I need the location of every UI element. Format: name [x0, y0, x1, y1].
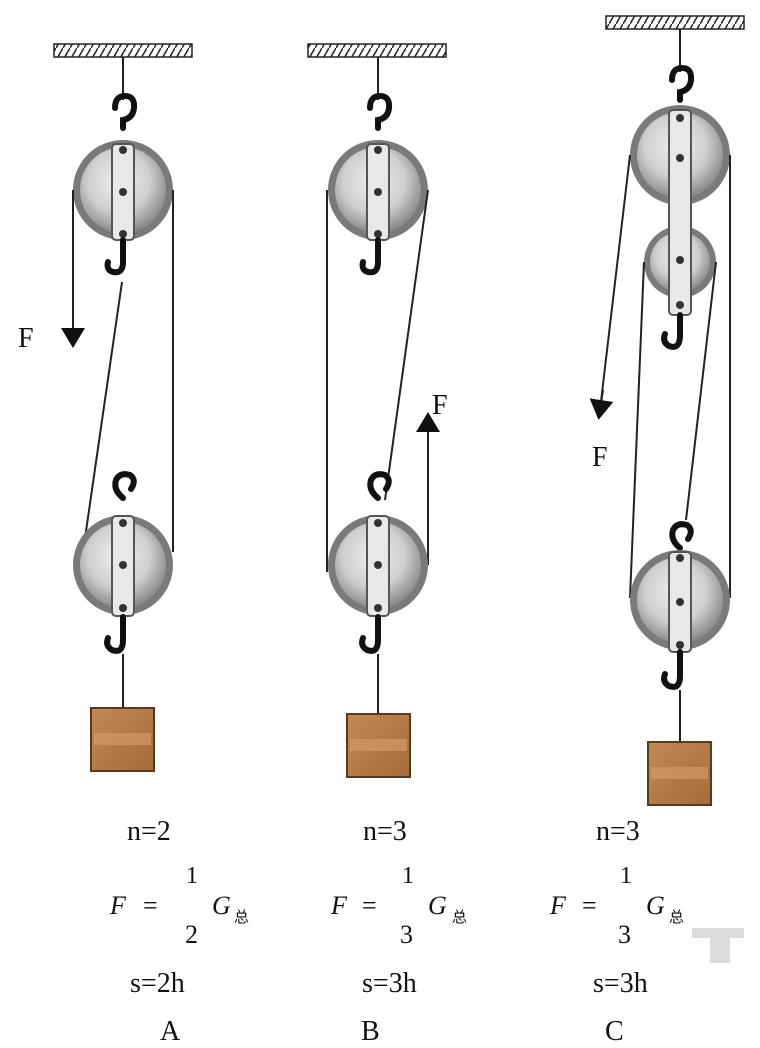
- formula-eq-a: =: [143, 891, 158, 920]
- s-label-b: s=3h: [362, 968, 417, 999]
- load-block-c: [647, 741, 712, 806]
- pulley-frame-c: [668, 109, 692, 316]
- g-sub-c: 总: [669, 909, 684, 926]
- formula-lhs-c: F: [549, 891, 567, 920]
- top-hook-a: [112, 92, 138, 131]
- bottom-pulley-c: [630, 550, 730, 653]
- bottom-pulley-b: [328, 515, 428, 617]
- bottom-pulley-a: [73, 515, 173, 617]
- formula-lhs-b: F: [330, 891, 348, 920]
- load-block-a: [90, 707, 155, 772]
- figure-a: F: [18, 43, 193, 772]
- ceiling-c: [605, 15, 745, 30]
- frac-den-c: 3: [618, 920, 631, 949]
- formula-eq-b: =: [362, 891, 377, 920]
- s-label-a: s=2h: [130, 968, 185, 999]
- figure-c: F: [589, 15, 745, 806]
- grey-patch: [692, 928, 744, 938]
- n-label-a: n=2: [127, 816, 171, 847]
- force-label-b: F: [432, 390, 448, 421]
- load-block-b: [346, 713, 411, 778]
- g-sub-b: 总: [452, 909, 467, 926]
- force-arrow-c: [589, 389, 614, 420]
- g-symbol-a: G: [212, 891, 231, 920]
- formula-eq-c: =: [582, 891, 597, 920]
- top-pulley-a: [73, 140, 173, 241]
- force-label-c: F: [592, 442, 608, 473]
- formula-lhs-a: F: [109, 891, 127, 920]
- labels-a: n=2 F = 1 2 G 总 s=2h A: [109, 816, 249, 1047]
- g-sub-a: 总: [234, 909, 249, 926]
- figure-letter-c: C: [605, 1016, 624, 1047]
- n-label-c: n=3: [596, 816, 640, 847]
- labels-b: n=3 F = 1 3 G 总 s=3h B: [330, 816, 467, 1047]
- figure-letter-a: A: [160, 1016, 181, 1047]
- force-label-a: F: [18, 323, 34, 354]
- g-symbol-b: G: [428, 891, 447, 920]
- figure-letter-b: B: [361, 1016, 380, 1047]
- frac-den-b: 3: [400, 920, 413, 949]
- n-label-b: n=3: [363, 816, 407, 847]
- frac-num-a: 1: [186, 863, 198, 889]
- figure-b: F: [307, 43, 448, 778]
- frac-num-c: 1: [620, 863, 632, 889]
- ceiling-b: [307, 43, 447, 58]
- frac-den-a: 2: [185, 920, 198, 949]
- s-label-c: s=3h: [593, 968, 648, 999]
- top-pulley-b: [328, 140, 428, 241]
- g-symbol-c: G: [646, 891, 665, 920]
- ceiling-a: [53, 43, 193, 58]
- labels-c: n=3 F = 1 3 G 总 s=3h C: [549, 816, 684, 1047]
- frac-num-b: 1: [402, 863, 414, 889]
